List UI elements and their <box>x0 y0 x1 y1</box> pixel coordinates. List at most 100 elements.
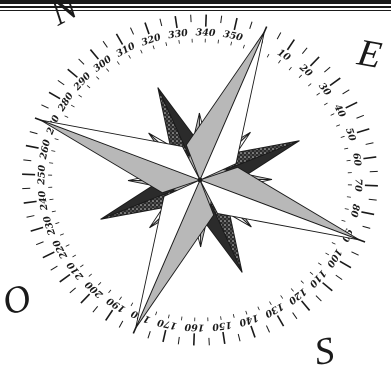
inner-tick <box>106 69 108 72</box>
inner-tick <box>308 84 311 87</box>
inner-tick <box>347 160 351 161</box>
degree-tick <box>49 92 60 98</box>
inner-tick <box>221 316 222 320</box>
degree-tick <box>251 326 255 337</box>
degree-tick <box>287 40 294 50</box>
degree-tick <box>369 199 377 200</box>
degree-tick <box>302 301 310 311</box>
degree-tick <box>330 78 340 85</box>
degree-label: 150 <box>211 319 233 333</box>
degree-label: 290 <box>71 70 93 93</box>
degree-label: 10 <box>275 47 292 64</box>
inner-tick <box>71 105 74 107</box>
degree-tick <box>68 69 78 77</box>
degree-tick <box>31 227 43 231</box>
degree-label: 70 <box>352 178 363 192</box>
inner-tick <box>98 282 101 285</box>
degree-tick <box>23 160 31 161</box>
degree-tick <box>357 129 369 133</box>
inner-tick <box>153 46 154 50</box>
inner-tick <box>49 199 53 200</box>
inner-tick <box>89 274 92 277</box>
degree-tick <box>293 313 297 319</box>
degree-label: 160 <box>184 321 205 333</box>
inner-tick <box>109 290 111 293</box>
degree-tick <box>266 326 269 333</box>
degree-tick <box>250 22 252 29</box>
inner-tick <box>79 95 82 97</box>
inner-tick <box>336 125 340 126</box>
inner-tick <box>87 85 90 87</box>
degree-tick <box>160 19 162 26</box>
degree-label: 130 <box>263 300 286 319</box>
degree-tick <box>43 252 54 258</box>
degree-tick <box>145 23 149 34</box>
inner-tick <box>269 302 271 305</box>
degree-label: 120 <box>286 285 309 306</box>
inner-tick <box>299 75 302 78</box>
inner-tick <box>55 223 59 224</box>
inner-tick <box>179 40 180 44</box>
inner-tick <box>331 114 335 116</box>
degree-tick <box>234 18 237 30</box>
degree-tick <box>302 48 307 54</box>
inner-tick <box>342 220 346 221</box>
inner-tick <box>243 45 244 49</box>
degree-label: 210 <box>65 259 87 282</box>
inner-tick <box>96 77 99 80</box>
degree-tick <box>163 330 166 342</box>
inner-tick <box>156 312 157 316</box>
inner-tick <box>291 288 293 291</box>
degree-tick <box>223 332 225 344</box>
degree-tick <box>36 242 43 245</box>
degree-tick <box>346 102 357 108</box>
inner-tick <box>301 281 304 284</box>
inner-tick <box>281 295 283 298</box>
degree-tick <box>90 50 98 60</box>
degree-tick <box>277 33 281 40</box>
degree-tick <box>116 34 122 45</box>
degree-tick <box>60 274 70 281</box>
degree-tick <box>51 266 58 270</box>
degree-tick <box>221 16 222 23</box>
inner-tick <box>267 54 269 57</box>
degree-label: 60 <box>350 152 363 167</box>
inner-tick <box>345 209 349 210</box>
inner-tick <box>166 42 167 46</box>
inner-tick <box>60 234 64 235</box>
inner-tick <box>66 245 70 247</box>
degree-tick <box>316 296 321 301</box>
inner-tick <box>326 253 329 255</box>
degree-tick <box>103 41 107 47</box>
degree-tick <box>106 310 113 320</box>
inner-tick <box>168 315 169 319</box>
inner-tick <box>318 263 321 265</box>
degree-label: 320 <box>140 32 163 49</box>
degree-tick <box>26 146 39 149</box>
degree-label: 140 <box>237 311 260 328</box>
inner-tick <box>117 61 119 64</box>
degree-tick <box>41 105 48 108</box>
degree-tick <box>366 143 374 145</box>
degree-tick <box>363 157 376 159</box>
degree-tick <box>30 132 38 134</box>
degree-tick <box>363 226 371 228</box>
inner-tick <box>233 314 234 318</box>
inner-tick <box>344 148 348 149</box>
west-letter: O <box>0 276 37 325</box>
degree-label: 100 <box>324 247 344 270</box>
inner-tick <box>278 60 280 63</box>
degree-label: 330 <box>167 28 189 42</box>
degree-label: 30 <box>316 81 333 98</box>
degree-tick <box>323 283 333 291</box>
inner-tick <box>289 67 291 70</box>
degree-tick <box>130 28 133 35</box>
inner-tick <box>65 116 69 118</box>
degree-tick <box>81 294 90 303</box>
degree-label: 80 <box>348 203 362 219</box>
degree-tick <box>343 90 350 94</box>
inner-tick <box>246 311 247 315</box>
degree-tick <box>148 331 150 338</box>
degree-label: 230 <box>41 214 58 238</box>
